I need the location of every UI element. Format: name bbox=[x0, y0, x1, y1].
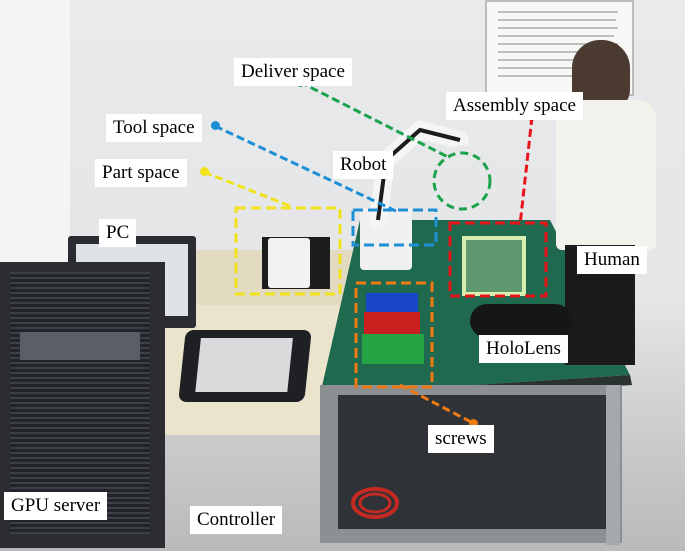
workbench-leg-right bbox=[606, 385, 620, 545]
label-controller: Controller bbox=[190, 506, 283, 534]
deliver-space-ellipse bbox=[432, 151, 492, 211]
robot-arm bbox=[369, 120, 472, 229]
hololens-device bbox=[470, 304, 572, 338]
tool-space-dot bbox=[211, 121, 220, 130]
screws-dot bbox=[469, 419, 478, 428]
screws-leader bbox=[399, 383, 474, 425]
deliver-space-leader bbox=[299, 80, 451, 160]
part-space-dot bbox=[200, 167, 209, 176]
label-gpu-server: GPU server bbox=[4, 492, 108, 520]
label-screws: screws bbox=[428, 425, 494, 453]
label-tool-space: Tool space bbox=[106, 114, 202, 142]
label-robot: Robot bbox=[333, 151, 394, 179]
part-space-box bbox=[234, 206, 342, 296]
workbench-panel bbox=[338, 395, 606, 529]
label-human: Human bbox=[577, 246, 647, 274]
tool-space-box bbox=[351, 208, 438, 247]
label-assembly-space: Assembly space bbox=[446, 92, 583, 120]
red-cables bbox=[351, 487, 399, 519]
label-hololens: HoloLens bbox=[479, 335, 568, 363]
tool-space-leader bbox=[214, 124, 399, 214]
bin-green bbox=[362, 334, 424, 364]
label-part-space: Part space bbox=[95, 159, 187, 187]
human-body bbox=[556, 100, 656, 250]
screws-box bbox=[354, 281, 434, 389]
assembly-space-leader bbox=[518, 116, 534, 226]
label-deliver-space: Deliver space bbox=[234, 58, 352, 86]
part-space-leader bbox=[203, 170, 291, 208]
white-bottle bbox=[268, 238, 310, 288]
assembly-fixture bbox=[462, 236, 526, 296]
bin-red bbox=[364, 312, 420, 334]
assembly-space-box bbox=[448, 221, 548, 298]
bin-blue bbox=[366, 293, 418, 313]
label-pc: PC bbox=[99, 219, 137, 247]
